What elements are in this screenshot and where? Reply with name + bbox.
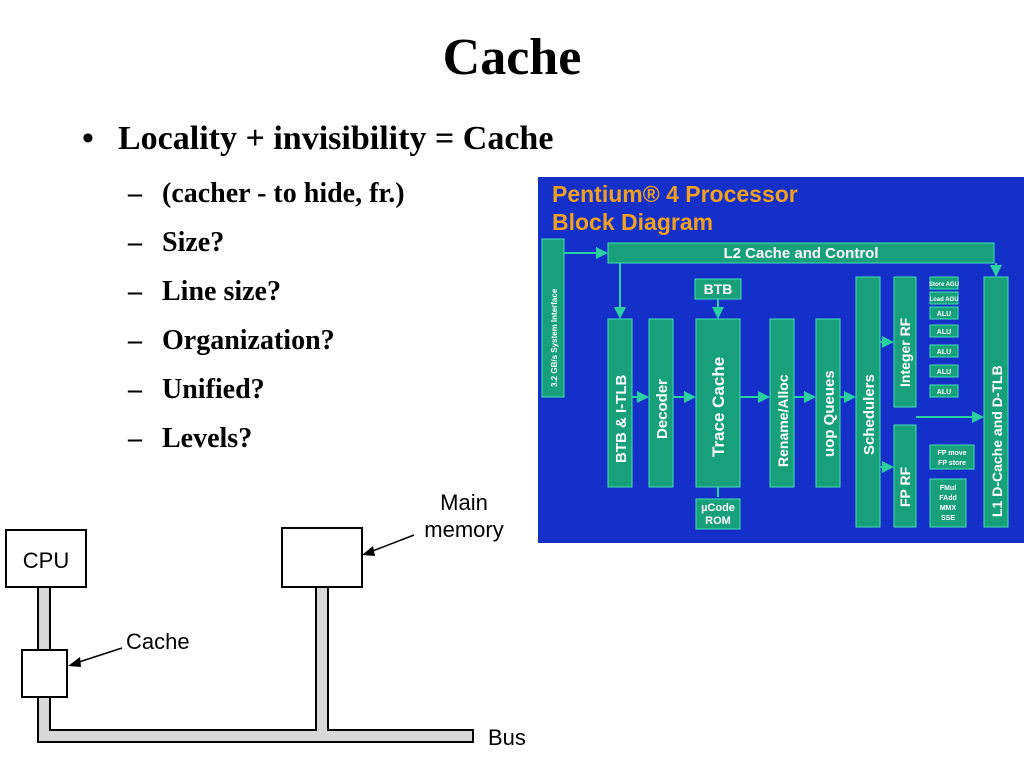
system-interface-label: 3.2 GB/s System Interface (550, 288, 559, 387)
decoder-label: Decoder (654, 379, 671, 439)
main-bullet: • Locality + invisibility = Cache (82, 120, 553, 158)
alu-label-3: ALU (937, 349, 951, 356)
schedulers-label: Schedulers (861, 374, 878, 455)
cpu-box (5, 529, 87, 588)
fp-move-label: FP move (937, 450, 966, 457)
alu-label-2: ALU (937, 329, 951, 336)
sub-bullet-cacher: –(cacher - to hide, fr.) (128, 178, 405, 209)
trace-cache-label: Trace Cache (709, 357, 728, 457)
cache-bus-link (37, 696, 51, 733)
fadd-label: FAdd (939, 495, 957, 502)
mmx-label: MMX (940, 505, 957, 512)
cpu-cache-link (37, 586, 51, 651)
schedulers-block (855, 276, 881, 528)
fp-store-label: FP store (938, 460, 966, 467)
bus-label: Bus (488, 725, 526, 750)
sub-bullet-unified: –Unified? (128, 374, 265, 405)
sse-label: SSE (941, 515, 955, 522)
pentium-block-diagram: Pentium® 4 Processor Block Diagram (538, 177, 1024, 543)
alu-label-5: ALU (937, 389, 951, 396)
store-agu-label: Store AGU (929, 282, 959, 288)
pentium-title-line1: Pentium® 4 Processor (552, 181, 798, 207)
sub-bullet-line-size: –Line size? (128, 276, 281, 307)
ucode-label-line1: µCode (701, 502, 735, 514)
system-bus (37, 729, 474, 743)
btb-itlb-label: BTB & I-TLB (613, 375, 630, 463)
ucode-label-line2: ROM (705, 515, 731, 527)
fmul-label: FMul (940, 485, 956, 492)
sub-bullet-levels: –Levels? (128, 423, 253, 454)
memory-arrow-icon (362, 546, 375, 556)
alu-label-4: ALU (937, 369, 951, 376)
sub-bullet-organization: –Organization? (128, 325, 335, 356)
alu-label-1: ALU (937, 311, 951, 318)
decoder-block (648, 318, 674, 488)
main-bullet-text: Locality + invisibility = Cache (118, 120, 554, 157)
integer-rf-label: Integer RF (897, 317, 913, 387)
integer-rf-block (893, 276, 917, 408)
main-memory-label-line2: memory (424, 517, 503, 542)
ucode-rom-block (695, 498, 741, 530)
l1-dcache-block (983, 276, 1009, 528)
cache-label: Cache (126, 629, 190, 654)
l2-cache-block (607, 242, 995, 264)
main-memory-label-line1: Main (440, 490, 488, 515)
fp-rf-label: FP RF (897, 466, 913, 507)
memory-bus-link (315, 586, 329, 733)
btb-itlb-block (607, 318, 633, 488)
bullet-marker: • (82, 120, 94, 157)
sub-bullet-size: –Size? (128, 227, 225, 258)
rename-alloc-block (769, 318, 795, 488)
cpu-label: CPU (23, 548, 69, 573)
cache-box (21, 649, 68, 698)
pentium-title-line2: Block Diagram (552, 209, 713, 235)
btb-label: BTB (704, 281, 733, 297)
system-interface-block (541, 238, 565, 398)
load-agu-label: Load AGU (929, 297, 958, 303)
l2-cache-label: L2 Cache and Control (723, 245, 878, 262)
uop-queues-block (815, 318, 841, 488)
cache-arrow-icon (68, 657, 81, 667)
rename-alloc-label: Rename/Alloc (775, 374, 791, 467)
l1-dcache-label: L1 D-Cache and D-TLB (989, 365, 1005, 517)
main-memory-box (281, 527, 363, 588)
uop-queues-label: uop Queues (821, 370, 838, 457)
slide-title: Cache (442, 29, 582, 86)
fp-rf-block (893, 424, 917, 528)
